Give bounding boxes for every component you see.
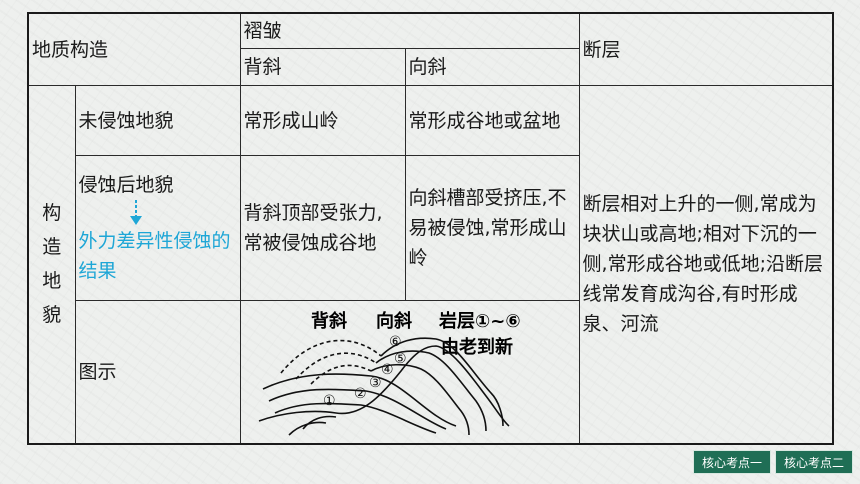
group-label-char: 构	[42, 202, 62, 225]
group-label-char: 貌	[42, 304, 62, 327]
uneroded-syncline: 常形成谷地或盆地	[404, 85, 580, 156]
rock-layer-line	[274, 402, 436, 435]
terrain-surface	[258, 345, 510, 427]
eroded-label-cell: 侵蚀后地貌 外力差异性侵蚀的结果	[74, 155, 241, 301]
fault-description: 断层相对上升的一侧,常成为块状山或高地;相对下沉的一侧,常形成谷地或低地;沿断层…	[578, 85, 834, 444]
layer-marker: ①	[323, 393, 336, 409]
layer-marker: ⑥	[389, 334, 402, 350]
layer-marker: ⑤	[394, 351, 407, 367]
layer-marker: ④	[381, 362, 394, 378]
uneroded-label: 未侵蚀地貌	[74, 85, 241, 156]
layer-marker: ②	[354, 386, 367, 402]
legend-anticline: 背斜	[311, 310, 347, 332]
rock-layer-line	[375, 350, 487, 432]
nav-core-point-1-button[interactable]: 核心考点一	[693, 450, 771, 474]
rock-layer-line	[370, 364, 470, 436]
rock-layer-line	[379, 337, 504, 427]
diagram-cell: 背斜 向斜 岩层①~⑥ 由老到新	[239, 300, 580, 444]
rock-layer-line	[301, 415, 336, 430]
eroded-syncline: 向斜槽部受挤压,不易被侵蚀,常形成山岭	[404, 155, 580, 301]
eroded-anticline: 背斜顶部受张力,常被侵蚀成谷地	[239, 155, 406, 301]
group-label-char: 造	[42, 236, 62, 259]
header-fold: 褶皱	[239, 12, 580, 49]
uneroded-anticline: 常形成山岭	[239, 85, 406, 156]
header-structure: 地质构造	[27, 12, 241, 86]
layer-marker: ③	[369, 375, 382, 391]
eroded-layer-line	[294, 352, 376, 380]
down-arrow-icon	[79, 200, 237, 226]
diagram-label: 图示	[74, 300, 241, 444]
rock-layer-line	[262, 373, 456, 428]
legend-syncline: 向斜	[376, 310, 412, 332]
row-uneroded: 构 造 地 貌 未侵蚀地貌 常形成山岭 常形成谷地或盆地 断层相对上升的一侧,常…	[27, 85, 834, 444]
group-label-char: 地	[42, 270, 62, 293]
header-syncline: 向斜	[404, 48, 580, 86]
fold-diagram: 背斜 向斜 岩层①~⑥ 由老到新	[258, 310, 521, 436]
rock-layer-line	[287, 421, 326, 436]
legend-order: 由老到新	[441, 336, 513, 358]
header-anticline: 背斜	[239, 48, 406, 86]
row-eroded: 侵蚀后地貌 外力差异性侵蚀的结果 背斜顶部受张力,常被侵蚀成谷地 向斜槽部受挤压…	[28, 155, 833, 301]
header-fault: 断层	[578, 12, 834, 86]
eroded-label: 侵蚀后地貌	[78, 174, 174, 196]
header-row-2: 背斜 向斜	[28, 48, 833, 86]
eroded-layer-line	[309, 364, 371, 385]
rock-layer-line	[268, 388, 446, 430]
group-label: 构 造 地 貌	[27, 85, 76, 444]
eroded-note: 外力差异性侵蚀的结果	[78, 230, 231, 282]
legend-layers: 岩层①~⑥	[438, 310, 521, 332]
row-diagram: 图示 背斜 向斜 岩层①~⑥ 由老到新	[28, 300, 833, 444]
nav-core-point-2-button[interactable]: 核心考点二	[775, 450, 853, 474]
eroded-layer-line	[279, 339, 382, 374]
geology-table: 地质构造 褶皱 断层 背斜 向斜 构 造 地 貌 未侵蚀地貌 常形成山岭 常形成…	[27, 12, 835, 445]
header-row-1: 地质构造 褶皱 断层	[27, 12, 834, 86]
